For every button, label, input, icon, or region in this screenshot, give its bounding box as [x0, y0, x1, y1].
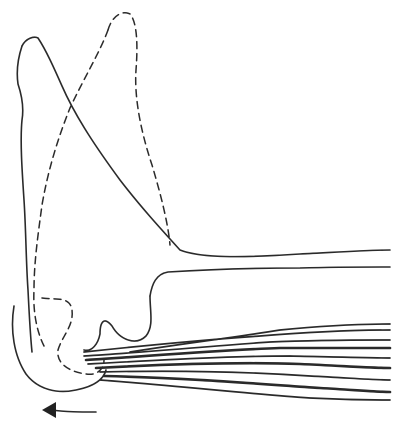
tendon-fibre-6 — [100, 371, 390, 380]
alternate-foot-outline — [108, 13, 170, 245]
tendon-fibre-3 — [86, 348, 390, 360]
motion-arrow-head — [42, 402, 56, 418]
motion-arrow-shaft — [52, 410, 96, 412]
foot-dorsum-outline — [22, 37, 390, 256]
heel-outline — [84, 296, 151, 350]
tendon-fibre-5 — [96, 363, 390, 368]
lower-leg-shin-outline — [150, 267, 390, 296]
foot-toe-outline — [17, 46, 32, 352]
